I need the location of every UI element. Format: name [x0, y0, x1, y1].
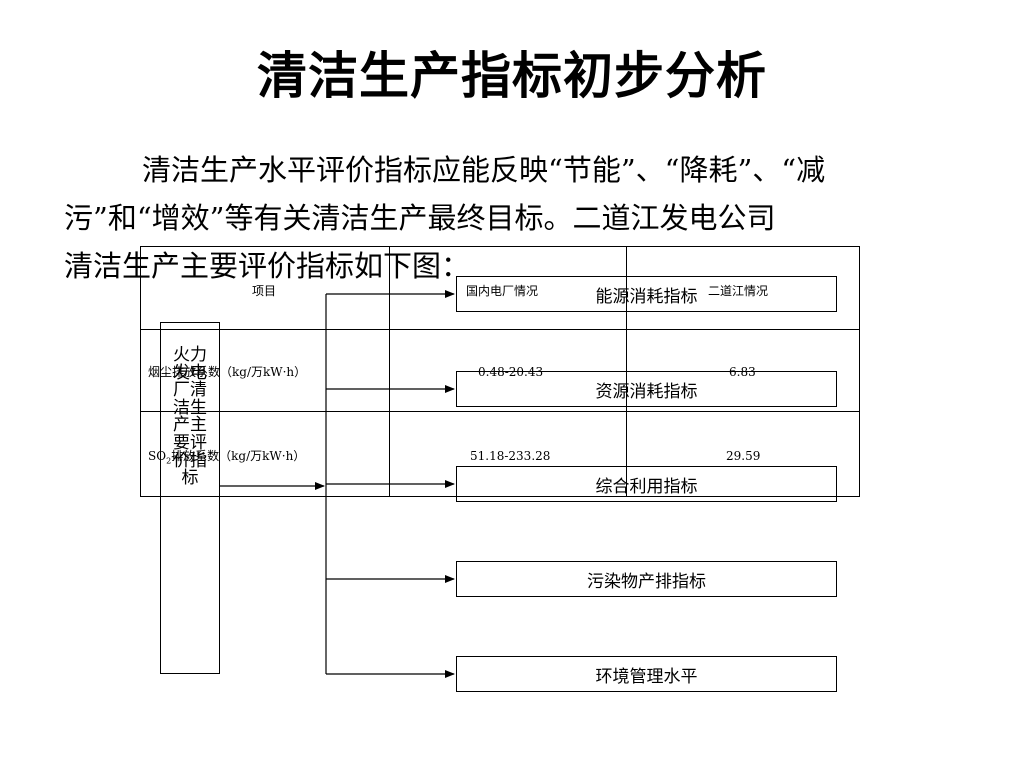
- table-header-item: 项目: [252, 284, 277, 298]
- table-cell-erdaojiang: 29.59: [726, 449, 761, 463]
- slide-title: 清洁生产指标初步分析: [257, 47, 767, 105]
- diagram-node-utilization: 综合利用指标: [456, 466, 837, 502]
- table-cell-domestic: 0.48-20.43: [478, 365, 544, 379]
- table-cell-domestic: 51.18-233.28: [470, 449, 551, 463]
- table-header-erdaojiang: 二道江情况: [708, 284, 769, 298]
- table-cell-item: SO2排放系数（kg/万kW·h）: [148, 449, 306, 466]
- paragraph-line: 清洁生产主要评价指标如下图：: [64, 249, 471, 283]
- diagram-root-box: [160, 322, 220, 674]
- table-border-left: [140, 246, 141, 497]
- diagram-node-management: 环境管理水平: [456, 656, 837, 692]
- table-header-domestic: 国内电厂情况: [466, 284, 539, 298]
- diagram-node-energy: 能源消耗指标: [456, 276, 837, 312]
- diagram-node-pollutant: 污染物产排指标: [456, 561, 837, 597]
- diagram-root-label: 火力发电厂清洁生产主要评价指标: [173, 345, 207, 489]
- table-cell-erdaojiang: 6.83: [729, 365, 756, 379]
- diagram-node-resource: 资源消耗指标: [456, 371, 837, 407]
- table-col-divider: [389, 246, 390, 497]
- table-row-divider: [140, 329, 860, 330]
- table-border-right: [859, 246, 860, 497]
- paragraph-line: 清洁生产水平评价指标应能反映“节能”、“降耗”、“减: [142, 153, 826, 187]
- table-col-divider: [626, 246, 627, 497]
- table-row-divider: [140, 411, 860, 412]
- paragraph-line: 污”和“增效”等有关清洁生产最终目标。二道江发电公司: [64, 201, 776, 235]
- table-border-top: [140, 246, 860, 247]
- table-border-bottom: [140, 496, 860, 497]
- intro-paragraph: 清洁生产水平评价指标应能反映“节能”、“降耗”、“减 污”和“增效”等有关清洁生…: [64, 146, 944, 290]
- table-cell-item: 烟尘排放系数（kg/万kW·h）: [148, 365, 307, 379]
